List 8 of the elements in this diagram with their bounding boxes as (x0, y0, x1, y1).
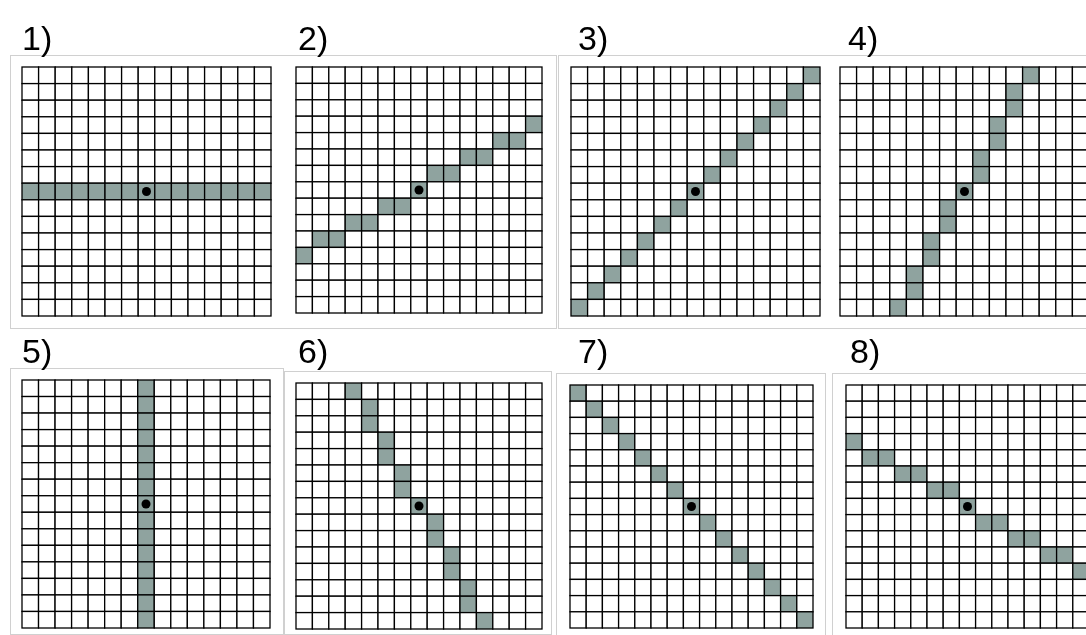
panel-number: 8) (850, 333, 881, 369)
panel-number: 3) (578, 20, 609, 56)
panel-number: 5) (22, 333, 53, 369)
panel-number: 4) (848, 20, 879, 56)
panel-number: 2) (298, 20, 329, 56)
panel-number: 6) (298, 333, 329, 369)
panel-number: 7) (578, 333, 609, 369)
panel-number: 1) (22, 20, 53, 56)
